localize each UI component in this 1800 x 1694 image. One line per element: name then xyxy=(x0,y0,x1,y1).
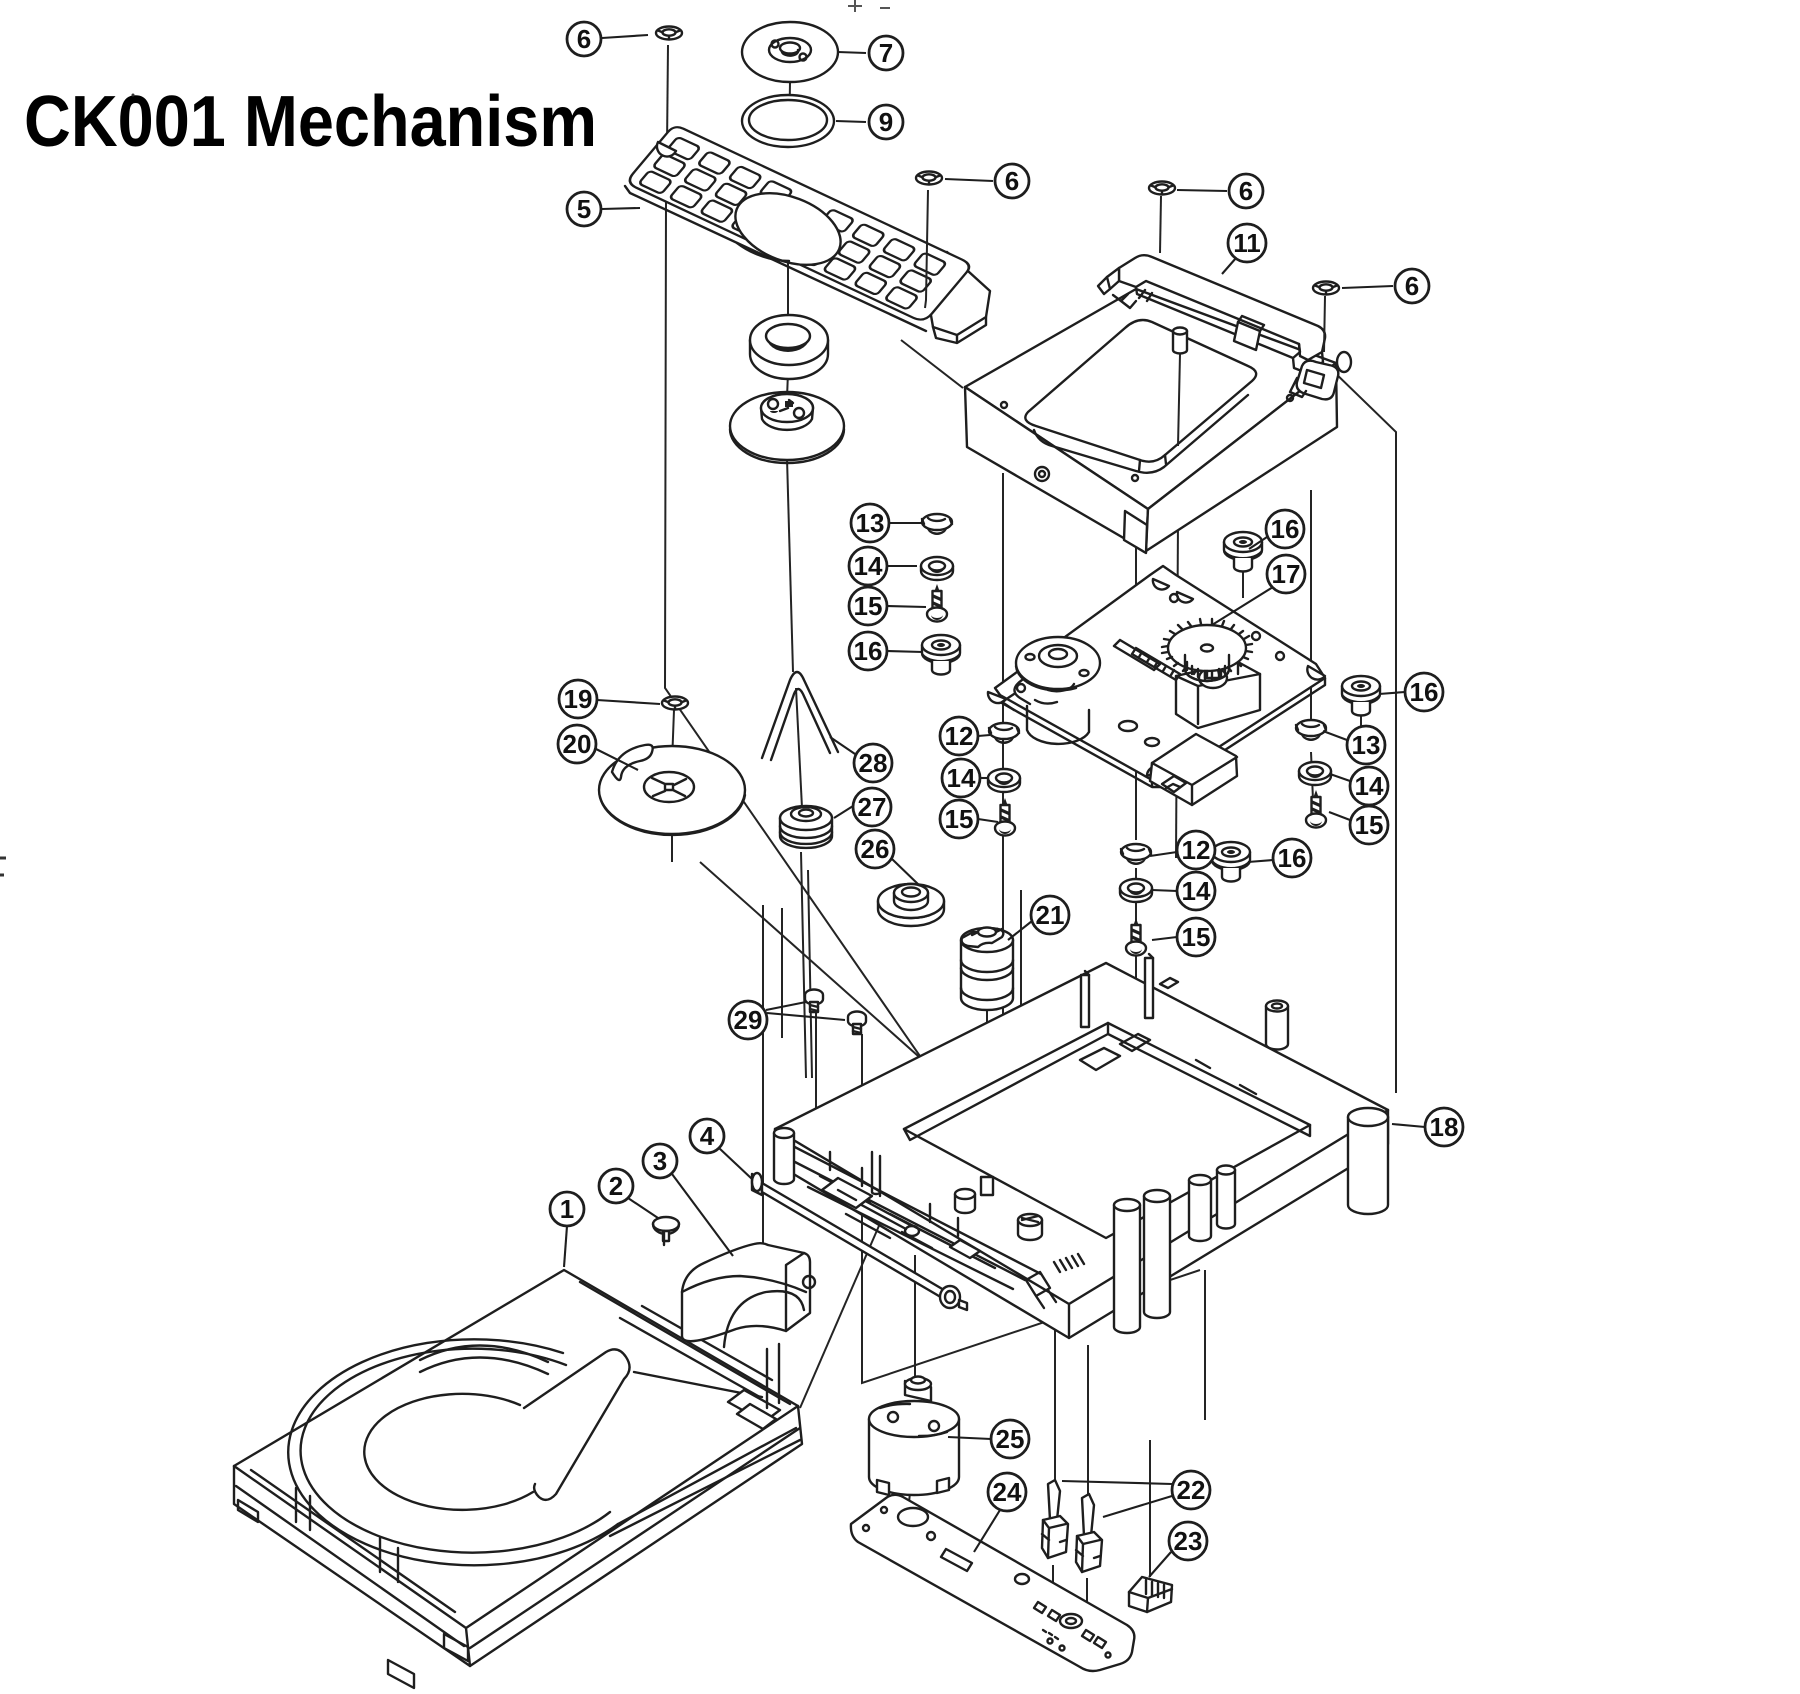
svg-text:5: 5 xyxy=(577,194,591,224)
svg-text:12: 12 xyxy=(945,721,974,751)
svg-text:1: 1 xyxy=(560,1194,574,1224)
svg-text:4: 4 xyxy=(700,1121,715,1151)
svg-text:17: 17 xyxy=(1272,559,1301,589)
svg-text:27: 27 xyxy=(858,792,887,822)
svg-text:3: 3 xyxy=(653,1146,667,1176)
svg-text:20: 20 xyxy=(563,729,592,759)
svg-text:16: 16 xyxy=(1271,514,1300,544)
svg-text:23: 23 xyxy=(1174,1526,1203,1556)
svg-text:15: 15 xyxy=(1355,810,1384,840)
svg-text:12: 12 xyxy=(1182,835,1211,865)
svg-text:21: 21 xyxy=(1036,900,1065,930)
svg-text:19: 19 xyxy=(564,684,593,714)
svg-text:6: 6 xyxy=(577,24,591,54)
svg-text:6: 6 xyxy=(1405,271,1419,301)
svg-text:6: 6 xyxy=(1239,176,1253,206)
svg-text:11: 11 xyxy=(1233,228,1261,258)
svg-text:15: 15 xyxy=(854,591,883,621)
svg-text:6: 6 xyxy=(1005,166,1019,196)
svg-text:14: 14 xyxy=(947,763,976,793)
svg-text:13: 13 xyxy=(856,508,885,538)
svg-text:18: 18 xyxy=(1430,1112,1459,1142)
svg-text:15: 15 xyxy=(1182,922,1211,952)
svg-text:14: 14 xyxy=(854,551,883,581)
svg-text:14: 14 xyxy=(1182,876,1211,906)
svg-text:24: 24 xyxy=(993,1477,1022,1507)
svg-text:22: 22 xyxy=(1177,1475,1206,1505)
svg-text:29: 29 xyxy=(734,1005,763,1035)
svg-text:16: 16 xyxy=(1278,843,1307,873)
svg-text:7: 7 xyxy=(879,38,893,68)
svg-text:16: 16 xyxy=(854,636,883,666)
svg-text:14: 14 xyxy=(1355,771,1384,801)
svg-text:28: 28 xyxy=(859,748,888,778)
svg-text:25: 25 xyxy=(996,1424,1025,1454)
svg-text:26: 26 xyxy=(861,834,890,864)
svg-text:15: 15 xyxy=(945,804,974,834)
svg-text:13: 13 xyxy=(1352,730,1381,760)
svg-text:2: 2 xyxy=(609,1171,623,1201)
svg-text:CK001 Mechanism: CK001 Mechanism xyxy=(24,82,597,162)
svg-text:16: 16 xyxy=(1410,677,1439,707)
svg-text:9: 9 xyxy=(879,107,893,137)
